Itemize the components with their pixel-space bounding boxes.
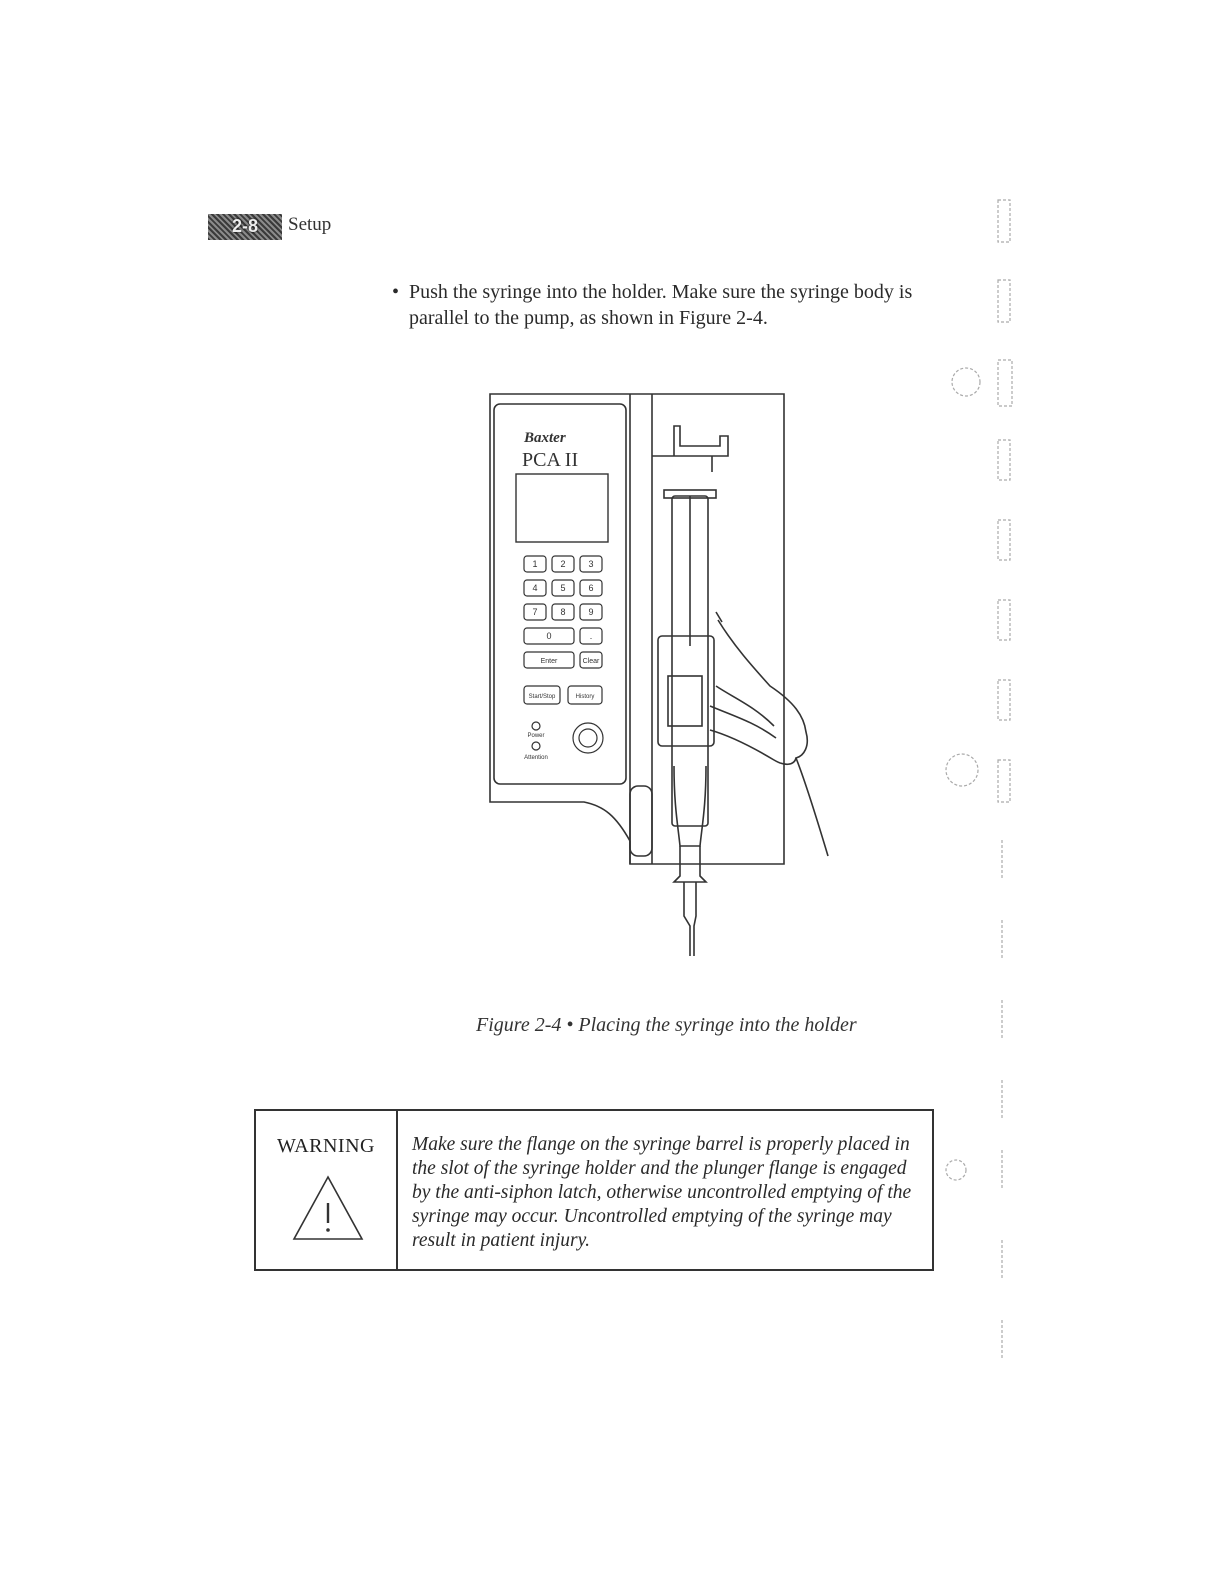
key-8: 8 — [560, 607, 565, 617]
history-key: History — [576, 694, 595, 700]
syringe-holder-bracket — [652, 425, 729, 457]
warning-divider — [396, 1111, 398, 1269]
key-decimal: . — [590, 631, 593, 641]
pump-display — [515, 473, 609, 543]
pump-model: PCA II — [522, 449, 578, 471]
pump-brand: Baxter — [523, 430, 566, 446]
enter-key: Enter — [541, 658, 558, 665]
key-9: 9 — [588, 607, 593, 617]
attention-indicator-label: Attention — [524, 755, 548, 761]
start-stop-key: Start/Stop — [529, 694, 556, 700]
warning-triangle-icon — [292, 1175, 364, 1240]
key-3: 3 — [588, 559, 593, 569]
pump-faceplate — [493, 403, 627, 785]
key-4: 4 — [532, 583, 537, 593]
instruction-item: • Push the syringe into the holder. Make… — [392, 279, 952, 331]
section-title: Setup — [288, 214, 332, 235]
warning-box: WARNING Make sure the flange on the syri… — [254, 1109, 934, 1271]
warning-label: WARNING — [277, 1135, 375, 1157]
key-5: 5 — [560, 583, 565, 593]
page-edge-scan-marks — [945, 199, 1013, 1360]
key-7: 7 — [532, 607, 537, 617]
instruction-text: Push the syringe into the holder. Make s… — [409, 281, 913, 329]
key-1: 1 — [532, 559, 537, 569]
power-indicator-label: Power — [527, 733, 544, 739]
bullet-icon: • — [392, 281, 400, 303]
syringe-holder — [657, 635, 715, 747]
key-6: 6 — [588, 583, 593, 593]
pump-housing — [489, 393, 785, 865]
hand-illustration — [709, 611, 829, 857]
pump-syringe-illustration: Baxter PCA II 1 2 3 4 5 6 7 8 9 0 . Ente… — [489, 393, 829, 956]
figure-caption: Figure 2-4 • Placing the syringe into th… — [476, 1014, 857, 1036]
warning-text: Make sure the flange on the syringe barr… — [412, 1134, 912, 1251]
key-2: 2 — [560, 559, 565, 569]
chapter-tab: 2-8 — [208, 214, 282, 240]
anti-siphon-latch — [629, 785, 653, 857]
syringe-tubing — [672, 846, 708, 883]
key-0: 0 — [546, 631, 551, 641]
chapter-tab-number: 2-8 — [231, 216, 258, 236]
clear-key: Clear — [583, 658, 600, 665]
